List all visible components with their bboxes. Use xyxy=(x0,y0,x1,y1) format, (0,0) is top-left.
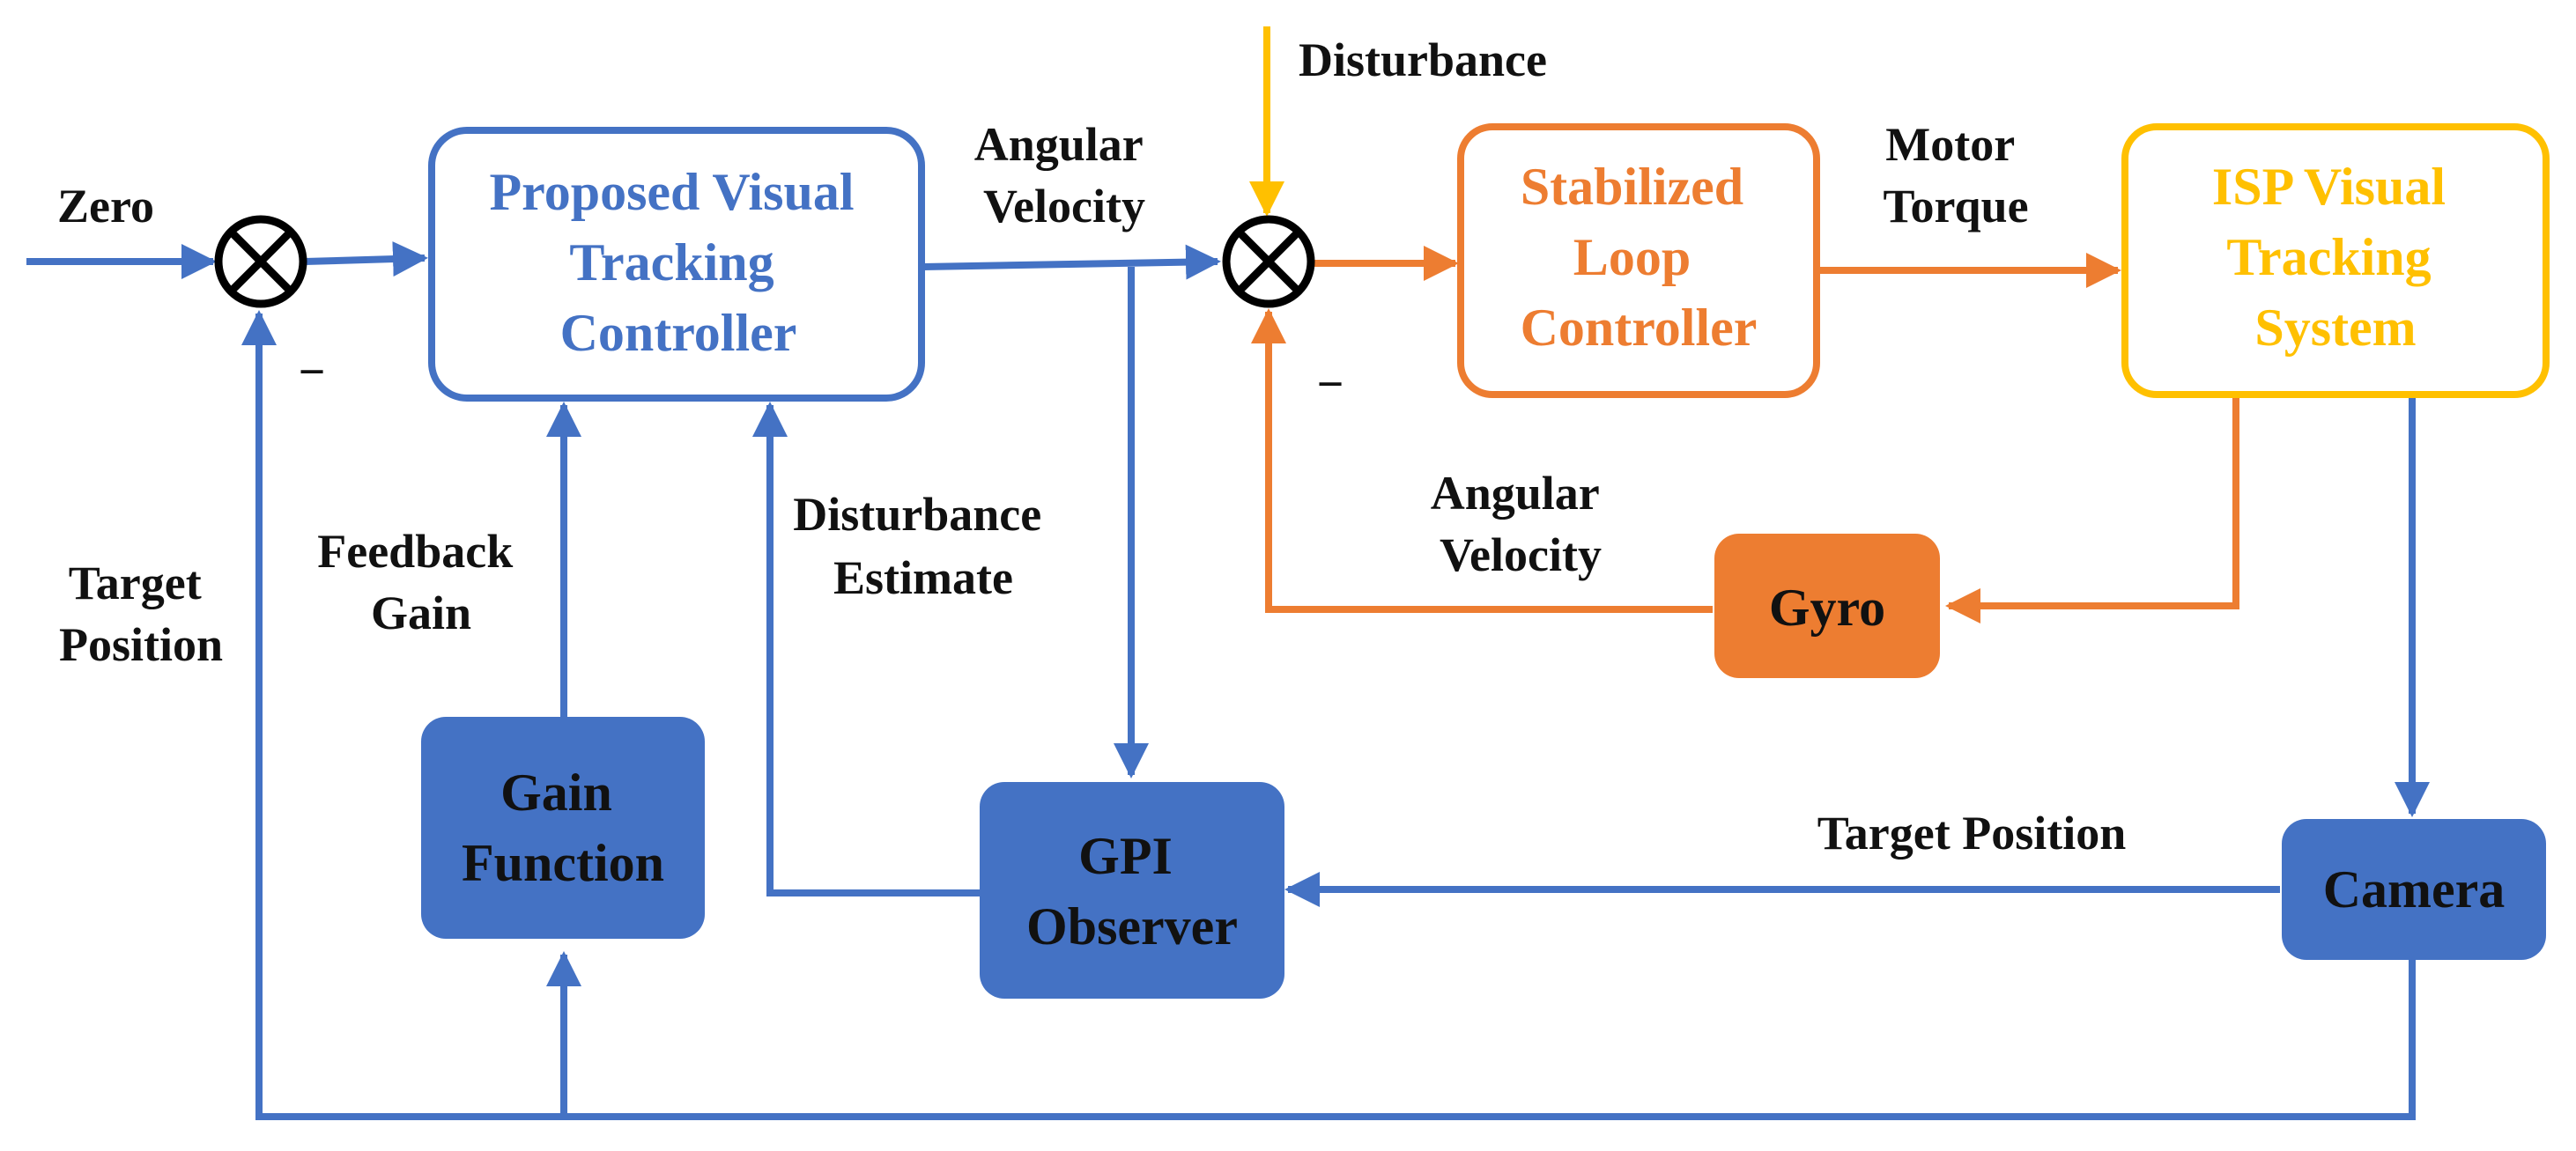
gain-line-1: Gain xyxy=(500,764,612,822)
isp-line-3: System xyxy=(2254,299,2416,357)
controller-line-1: Proposed Visual xyxy=(490,163,855,221)
gpi-line-1: GPI xyxy=(1078,827,1173,885)
gyro-to-sum2-arrow xyxy=(1251,308,1713,613)
disturbance-estimate-line-1: Disturbance xyxy=(793,488,1041,541)
isp-line-2: Tracking xyxy=(2226,228,2431,286)
angular-velocity-gyro-line-1: Angular xyxy=(1431,467,1599,520)
gyro-block: Gyro xyxy=(1714,534,1940,678)
stabilized-line-2: Loop xyxy=(1573,228,1691,286)
svg-text:Feedback Gain: Feedback Gain xyxy=(317,525,525,639)
controller-to-sum2-arrow xyxy=(922,244,1221,280)
svg-text:Stabilized Loop Co: Stabilized Loop Controller xyxy=(1521,158,1758,357)
motor-torque-line-2: Torque xyxy=(1883,180,2028,232)
disturbance-label: Disturbance xyxy=(1299,33,1547,86)
svg-text:Proposed Visual Tracking: Proposed Visual Tracking Controller xyxy=(490,163,868,362)
isp-line-1: ISP Visual xyxy=(2212,158,2446,216)
svg-text:Angular Velocity: Angular Velocity xyxy=(1431,467,1611,581)
angular-velocity-top-line-1: Angular xyxy=(974,118,1143,171)
summing-junction-2 xyxy=(1222,215,1315,308)
summing-junction-1 xyxy=(214,215,307,308)
isp-visual-tracking-system-block: ISP Visual Tracking System xyxy=(2121,123,2550,398)
stabilized-line-1: Stabilized xyxy=(1521,158,1743,216)
target-position-camera-label: Target Position xyxy=(1817,807,2127,860)
svg-text:Target Position: Target Position xyxy=(59,557,223,671)
gain-function-block: Gain Function xyxy=(421,717,705,939)
orange-signal-lines xyxy=(1251,246,2239,623)
summing-junction-icon xyxy=(214,215,307,308)
angular-velocity-gyro-line-2: Velocity xyxy=(1440,528,1602,581)
proposed-visual-tracking-controller-block: Proposed Visual Tracking Controller xyxy=(428,127,925,402)
motor-torque-line-1: Motor xyxy=(1885,118,2014,171)
zero-label: Zero xyxy=(57,180,154,232)
gpi-to-controller-estimate-arrow xyxy=(752,402,980,896)
gyro-label: Gyro xyxy=(1769,579,1885,637)
feedback-gain-line-2: Gain xyxy=(371,587,471,639)
target-position-bottom-bus xyxy=(241,310,2416,1120)
svg-text:Angular Velocity: Angular Velocity xyxy=(974,118,1155,232)
summing-junction-icon xyxy=(1222,215,1315,308)
controller-line-2: Tracking xyxy=(569,233,774,291)
feedback-gain-line-1: Feedback xyxy=(317,525,513,578)
minus-sign-sum1: − xyxy=(299,345,326,398)
camera-block: Camera xyxy=(2282,819,2546,960)
target-position-left-line-2: Position xyxy=(59,618,223,671)
disturbance-estimate-line-2: Estimate xyxy=(833,551,1013,604)
svg-text:ISP Visual Tracking: ISP Visual Tracking System xyxy=(2212,158,2459,357)
svg-text:Gyro: Gyro xyxy=(1769,579,1885,637)
svg-text:GPI Observer: GPI Observer xyxy=(1026,827,1238,955)
camera-label: Camera xyxy=(2323,860,2506,919)
stabilized-loop-controller-block: Stabilized Loop Controller xyxy=(1457,123,1820,398)
isp-to-gyro-arrow xyxy=(1945,396,2239,623)
svg-text:Camera: Camera xyxy=(2323,860,2506,919)
gpi-line-2: Observer xyxy=(1026,897,1238,955)
minus-sign-sum2: − xyxy=(1317,358,1344,410)
gpi-observer-block: GPI Observer xyxy=(980,782,1284,999)
controller-line-3: Controller xyxy=(560,304,797,362)
stabilized-line-3: Controller xyxy=(1521,299,1758,357)
gain-line-2: Function xyxy=(462,834,664,892)
angular-velocity-top-line-2: Velocity xyxy=(983,180,1145,232)
target-position-left-line-1: Target xyxy=(69,557,202,609)
svg-text:Motor Torque: Motor Torque xyxy=(1883,118,2028,232)
blue-signal-lines xyxy=(26,241,2430,1120)
sum1-to-controller-arrow xyxy=(304,241,428,277)
svg-text:Gain Function: Gain Function xyxy=(462,764,664,892)
svg-text:Disturbance Estimate: Disturbance Estimate xyxy=(793,488,1054,604)
